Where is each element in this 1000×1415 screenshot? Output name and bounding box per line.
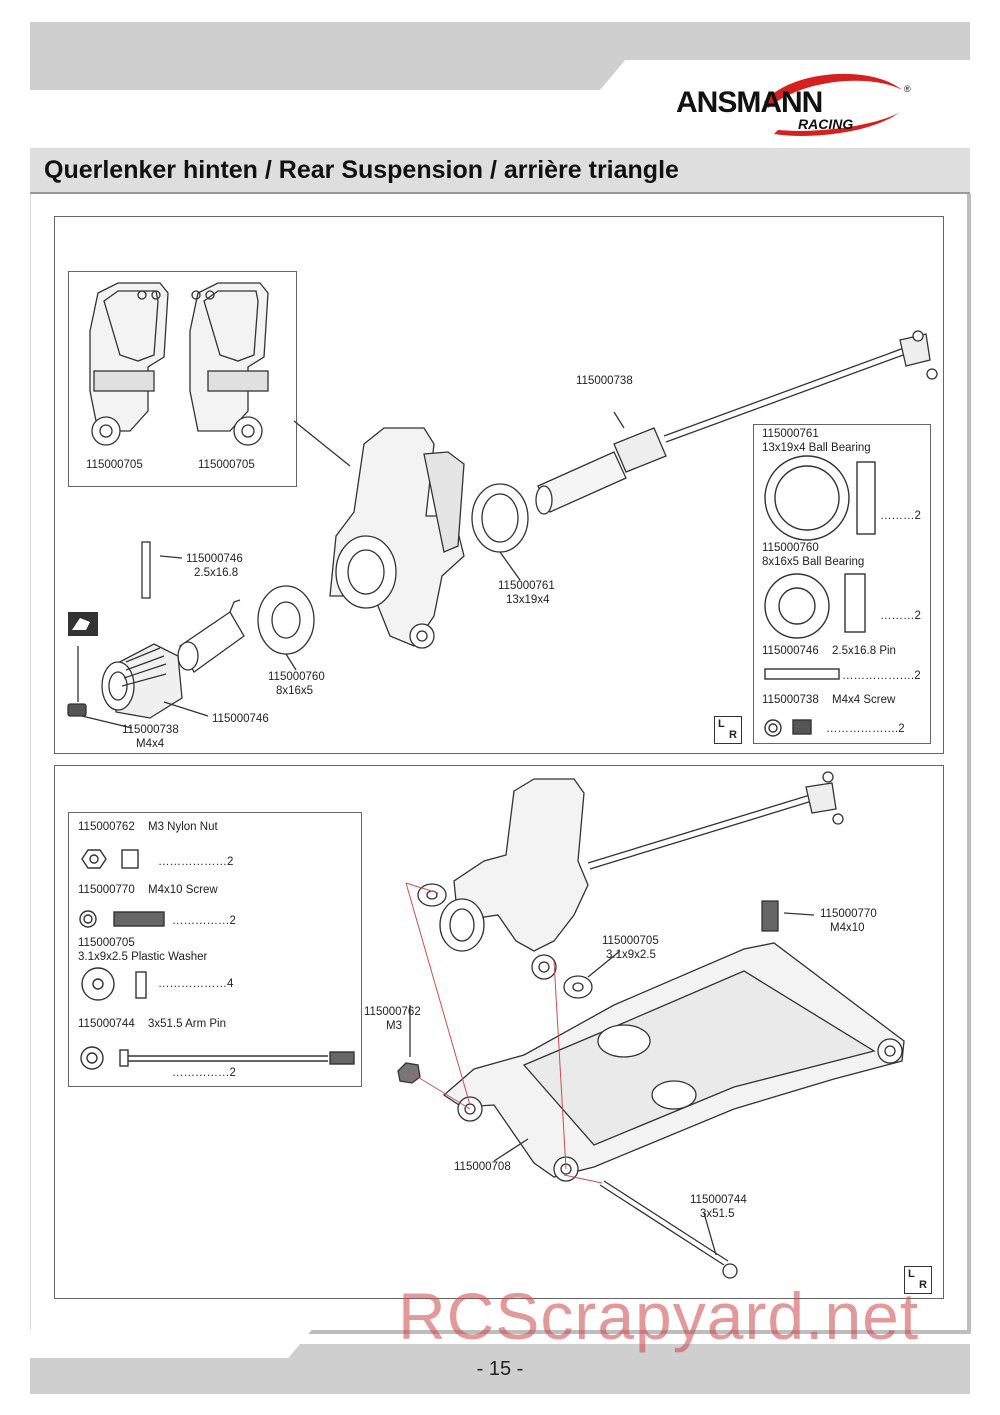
parts2-row-2-qty: ………………4 — [158, 978, 234, 990]
parts2-row-2-id: 115000705 — [78, 937, 135, 949]
parts2-row-3-qty: ……………2 — [172, 1067, 236, 1079]
brand-name: ANSMANN — [676, 86, 823, 119]
callout-pin-size: 2.5x16.8 — [194, 567, 239, 579]
footer-cut — [0, 1330, 312, 1358]
logo-swoosh-icon — [764, 73, 902, 136]
parts1-desc-3: M4x4 Screw — [832, 694, 896, 706]
callout-115000760: 115000760 — [268, 671, 325, 683]
lr-r: R — [729, 729, 737, 741]
parts-list-panel2-illustration-icon — [79, 849, 355, 1070]
parts2-row-3-id: 115000744 — [78, 1018, 135, 1030]
callout-115000744: 115000744 — [690, 1194, 747, 1206]
callout-3-1x9x2-5: 3.1x9x2.5 — [606, 949, 656, 961]
callout-115000738-shaft: 115000738 — [576, 375, 633, 387]
parts2-row-0-id: 115000762 — [78, 821, 135, 833]
lr2-r: R — [919, 1279, 927, 1291]
callout-13x19x4: 13x19x4 — [506, 594, 550, 606]
callout-m4x10: M4x10 — [830, 922, 865, 934]
lr-badge-panel1: L R — [714, 716, 742, 744]
callout-115000770: 115000770 — [820, 908, 877, 920]
arm-exploded-illustration-icon — [397, 771, 905, 1279]
parts1-qty-2: ……………….2 — [842, 670, 921, 682]
parts1-qty-3: ……………….2 — [826, 723, 905, 735]
parts1-id-3: 115000738 — [762, 694, 819, 706]
brand-logo: ANSMANN ® RACING — [672, 73, 912, 140]
callout-m4x4: M4x4 — [136, 738, 165, 750]
callout-115000746-hub: 115000746 — [212, 713, 269, 725]
parts1-desc-0: 13x19x4 Ball Bearing — [762, 442, 871, 454]
parts1-qty-0: ………2 — [880, 510, 921, 522]
inset-label-left: 115000705 — [86, 459, 143, 471]
callout-115000761: 115000761 — [498, 580, 555, 592]
callout-3x51-5: 3x51.5 — [700, 1208, 735, 1220]
watermark: RCScrapyard.net — [398, 1279, 920, 1353]
parts2-row-1-qty: ……………2 — [172, 915, 236, 927]
parts2-row-1-desc: M4x10 Screw — [148, 884, 218, 896]
callout-115000746-pin: 115000746 — [186, 553, 243, 565]
brand-registered: ® — [904, 84, 911, 94]
page-frame — [30, 194, 971, 1334]
page-number: - 15 - — [476, 1358, 524, 1380]
page-title: Querlenker hinten / Rear Suspension / ar… — [44, 156, 679, 184]
lr2-l: L — [908, 1268, 915, 1280]
parts2-row-2-desc: 3.1x9x2.5 Plastic Washer — [78, 951, 208, 963]
callout-115000705: 115000705 — [602, 935, 659, 947]
title-bar: Querlenker hinten / Rear Suspension / ar… — [30, 148, 970, 194]
parts2-row-3-desc: 3x51.5 Arm Pin — [148, 1018, 226, 1030]
parts1-desc-1: 8x16x5 Ball Bearing — [762, 556, 865, 568]
parts1-desc-2: 2.5x16.8 Pin — [832, 645, 896, 657]
parts1-id-0: 115000761 — [762, 428, 819, 440]
lr-l: L — [718, 718, 725, 730]
parts2-row-1-id: 115000770 — [78, 884, 135, 896]
parts2-row-0-desc: M3 Nylon Nut — [148, 821, 218, 833]
callout-115000708: 115000708 — [454, 1161, 511, 1173]
parts-list-panel1-illustration-icon — [764, 455, 876, 737]
callout-115000738-screw: 115000738 — [122, 724, 179, 736]
lr-badge-panel2: L R — [904, 1266, 932, 1294]
hub-exploded-illustration-icon — [67, 330, 938, 729]
inset-label-right: 115000705 — [198, 459, 255, 471]
callout-8x16x5: 8x16x5 — [276, 685, 314, 697]
callout-115000762: 115000762 — [364, 1006, 421, 1018]
parts2-row-0-qty: ………………2 — [158, 856, 234, 868]
parts1-id-1: 115000760 — [762, 542, 819, 554]
hub-carrier-illustration-icon — [89, 282, 269, 446]
parts1-qty-1: ………2 — [880, 610, 921, 622]
parts1-id-2: 115000746 — [762, 645, 819, 657]
brand-sub: RACING — [798, 116, 854, 132]
callout-m3: M3 — [386, 1020, 402, 1032]
parts-list-panel2 — [68, 812, 362, 1087]
